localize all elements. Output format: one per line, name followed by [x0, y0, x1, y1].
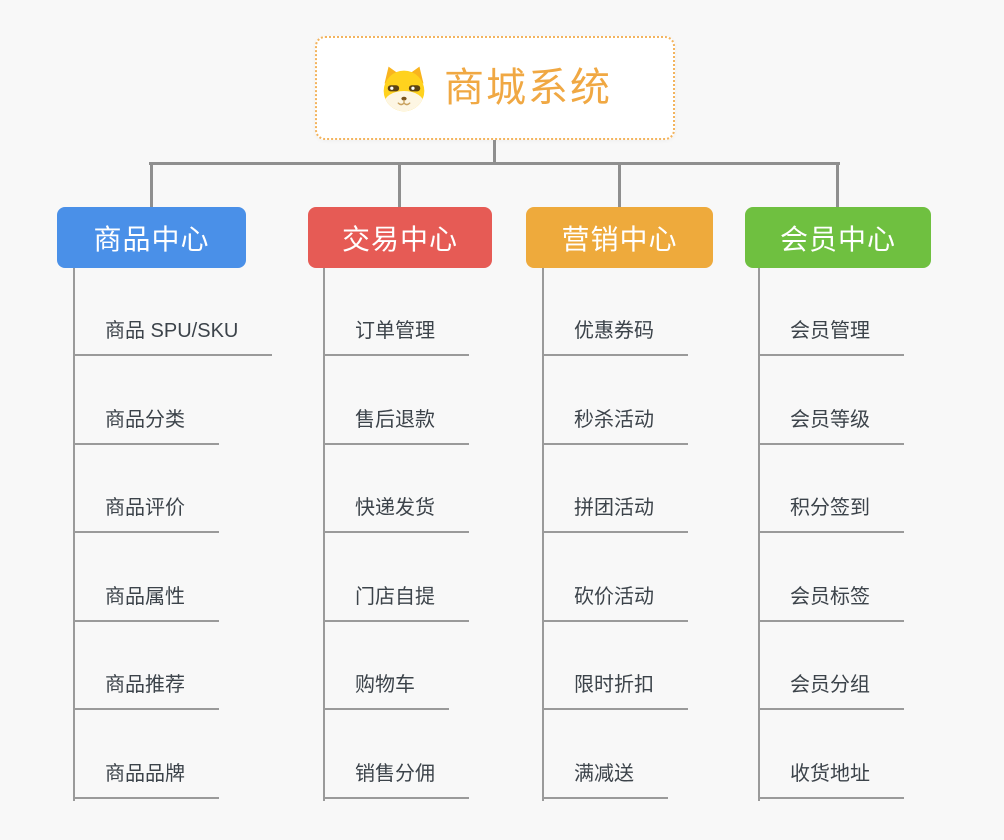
leaf-node[interactable]: 会员标签 [760, 584, 904, 622]
leaf-node[interactable]: 商品分类 [75, 407, 219, 445]
leaf-node[interactable]: 快递发货 [325, 495, 469, 533]
branch-column-marketing: 优惠券码 秒杀活动 拼团活动 砍价活动 限时折扣 满减送 [542, 268, 688, 801]
connector-drop-product [150, 162, 153, 208]
leaf-node[interactable]: 积分签到 [760, 495, 904, 533]
leaf-node[interactable]: 商品属性 [75, 584, 219, 622]
branch-node-product-center[interactable]: 商品中心 [57, 207, 246, 268]
leaf-node[interactable]: 限时折扣 [544, 672, 688, 710]
connector-root-stem [493, 140, 496, 163]
leaf-node[interactable]: 商品品牌 [75, 761, 219, 799]
branch-column-member: 会员管理 会员等级 积分签到 会员标签 会员分组 收货地址 [758, 268, 904, 801]
leaf-node[interactable]: 优惠券码 [544, 318, 688, 356]
branch-node-trade-center[interactable]: 交易中心 [308, 207, 492, 268]
branch-node-marketing-center[interactable]: 营销中心 [526, 207, 713, 268]
connector-drop-member [836, 162, 839, 208]
leaf-node[interactable]: 拼团活动 [544, 495, 688, 533]
leaf-node[interactable]: 售后退款 [325, 407, 469, 445]
branch-column-trade: 订单管理 售后退款 快递发货 门店自提 购物车 销售分佣 [323, 268, 469, 801]
shiba-dog-icon [383, 66, 425, 111]
branch-node-member-center[interactable]: 会员中心 [745, 207, 931, 268]
leaf-node[interactable]: 购物车 [325, 672, 449, 710]
leaf-node[interactable]: 会员分组 [760, 672, 904, 710]
branch-label: 交易中心 [341, 223, 458, 255]
connector-drop-trade [398, 162, 401, 208]
branch-label: 商品中心 [93, 223, 210, 255]
connector-horizontal-bar [149, 162, 840, 165]
leaf-node[interactable]: 秒杀活动 [544, 407, 688, 445]
leaf-node[interactable]: 商品评价 [75, 495, 219, 533]
leaf-node[interactable]: 砍价活动 [544, 584, 688, 622]
branch-column-product: 商品 SPU/SKU 商品分类 商品评价 商品属性 商品推荐 商品品牌 [73, 268, 273, 801]
root-node-mall-system[interactable]: 商城系统 [315, 36, 675, 140]
branch-label: 会员中心 [779, 223, 896, 255]
leaf-node[interactable]: 满减送 [544, 761, 668, 799]
leaf-node[interactable]: 商品推荐 [75, 672, 219, 710]
leaf-node[interactable]: 订单管理 [325, 318, 469, 356]
leaf-node[interactable]: 销售分佣 [325, 761, 469, 799]
leaf-node[interactable]: 会员等级 [760, 407, 904, 445]
leaf-node[interactable]: 会员管理 [760, 318, 904, 356]
leaf-node[interactable]: 商品 SPU/SKU [75, 318, 273, 356]
connector-drop-marketing [618, 162, 621, 208]
leaf-node[interactable]: 收货地址 [760, 761, 904, 799]
branch-label: 营销中心 [561, 223, 678, 255]
root-node-title: 商城系统 [444, 66, 612, 110]
leaf-node[interactable]: 门店自提 [325, 584, 469, 622]
